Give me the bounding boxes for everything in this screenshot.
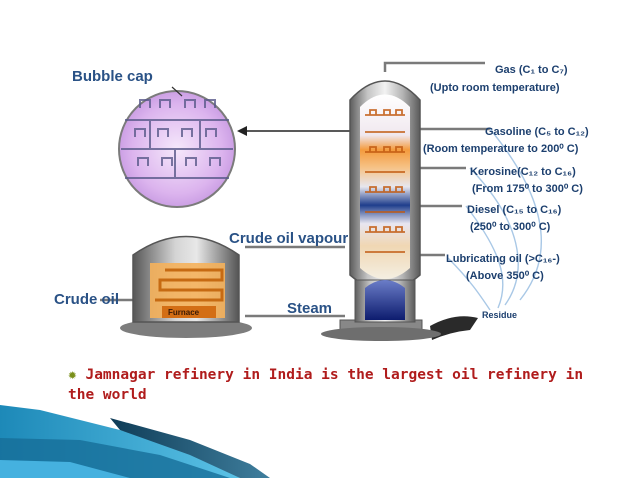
fraction-gasoline-name: Gasoline (C₅ to C₁₂) (485, 126, 589, 138)
fraction-gas-range: (Upto room temperature) (430, 82, 560, 94)
fraction-diesel-name: Diesel (C₁₅ to C₁₆) (467, 204, 562, 216)
fraction-kerosine-range: (From 175⁰ to 300⁰ C) (472, 183, 583, 195)
fraction-lubricating-name: Lubricating oil (>C₁₆-) (446, 253, 560, 265)
sunburst-bullet-icon: ✹ (68, 367, 77, 383)
bubble-cap-detail (118, 86, 236, 208)
caption: ✹ Jamnagar refinery in India is the larg… (68, 365, 598, 405)
fraction-lubricating-range: (Above 350⁰ C) (466, 270, 544, 282)
bubble-cap-label: Bubble cap (72, 68, 153, 85)
furnace-label: Furnace (168, 308, 200, 317)
residue-spout (430, 316, 478, 340)
caption-text: Jamnagar refinery in India is the larges… (68, 367, 584, 403)
fraction-gasoline-range: (Room temperature to 200⁰ C) (423, 143, 579, 155)
fraction-gas-name: Gas (C₁ to C₇) (495, 64, 568, 76)
crude-oil-vapour-label: Crude oil vapour (229, 230, 348, 247)
fraction-kerosine-name: Kerosine(C₁₂ to C₁₆) (470, 166, 576, 178)
residue-label: Residue (482, 310, 517, 320)
fraction-diesel-range: (250⁰ to 300⁰ C) (470, 221, 551, 233)
furnace (120, 235, 252, 338)
distillation-tower (339, 80, 423, 335)
steam-label: Steam (287, 300, 332, 317)
crude-oil-label: Crude oil (54, 291, 119, 308)
